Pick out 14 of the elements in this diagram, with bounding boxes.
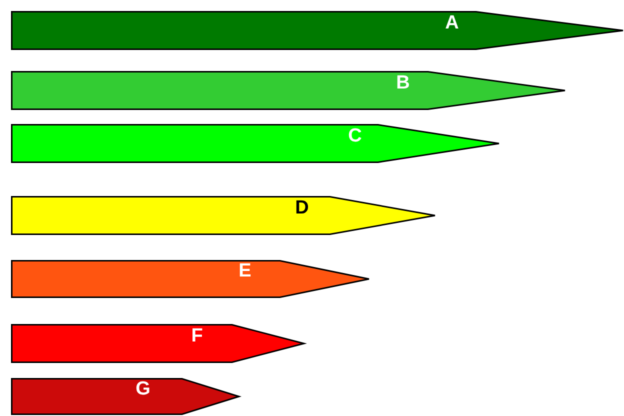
rating-band: [11, 260, 370, 298]
rating-letter: B: [396, 73, 410, 92]
rating-letter: D: [295, 198, 309, 217]
rating-letter: A: [445, 13, 459, 32]
rating-band: [11, 124, 500, 163]
rating-letter: G: [136, 379, 150, 398]
rating-band: [11, 196, 436, 235]
rating-band: [11, 11, 624, 50]
rating-band: [11, 378, 240, 415]
rating-band: [11, 324, 305, 363]
rating-letter: E: [238, 262, 252, 280]
rating-band: [11, 71, 566, 110]
rating-letter: F: [191, 326, 203, 345]
rating-letter: C: [348, 126, 362, 145]
